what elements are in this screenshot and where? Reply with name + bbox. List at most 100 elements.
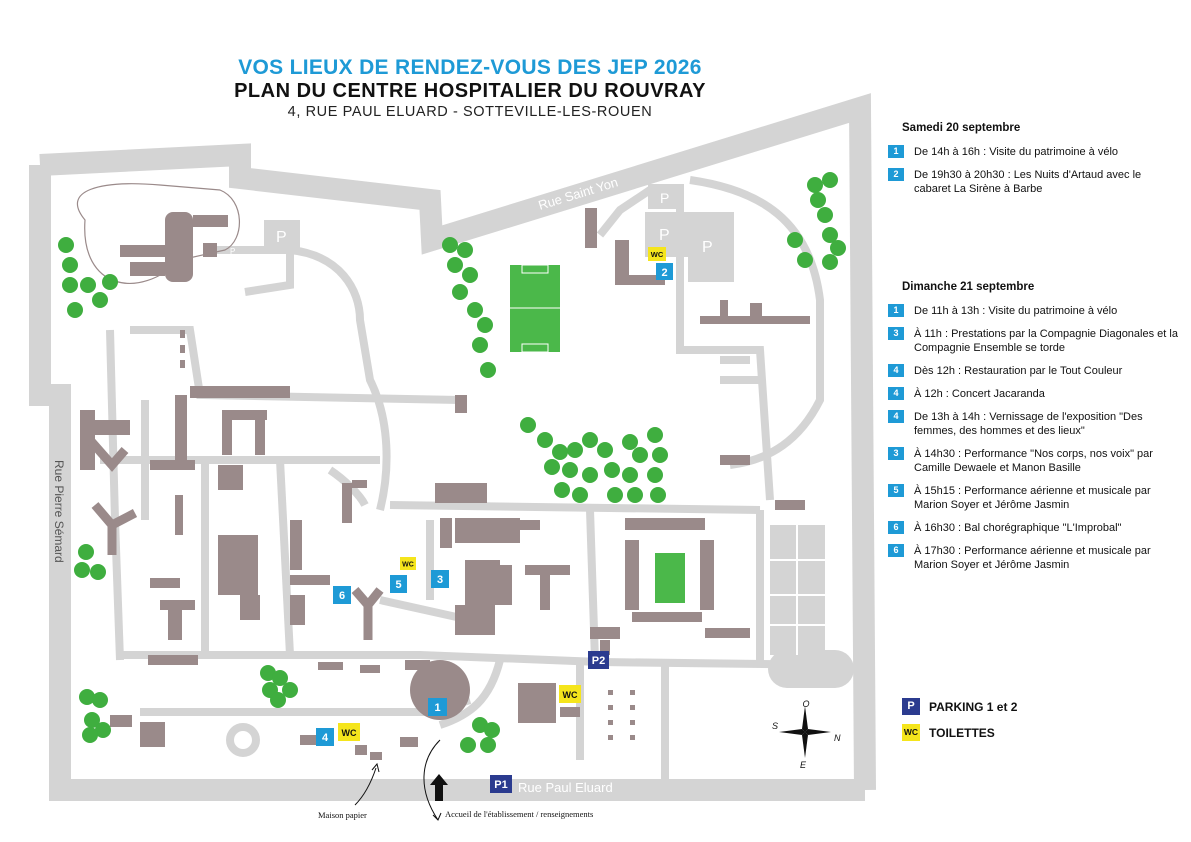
event-number-badge: 3 [888,447,904,460]
event-text: De 14h à 16h : Visite du patrimoine à vé… [914,146,1119,158]
marker-number: 4 [322,732,329,744]
program-event: 6 À 17h30 : Performance aérienne et musi… [888,544,1178,572]
event-text: À 14h30 : Performance "Nos corps, nos vo… [914,448,1153,474]
parking-lot-lines [770,525,825,655]
program-event: 4 De 13h à 14h : Vernissage de l'exposit… [888,410,1178,438]
event-marker-2[interactable]: 2 [656,263,673,280]
event-number-badge: 2 [888,168,904,181]
parking-marker-p1[interactable]: P1 [490,775,512,793]
event-text: À 12h : Concert Jacaranda [914,388,1045,400]
legend-wc: WC TOILETTES [902,724,1017,741]
wc-marker-north[interactable]: WC [648,247,666,261]
program-event: 4 Dès 12h : Restauration par le Tout Cou… [888,364,1178,378]
parking-lots [264,184,854,688]
compass-label-top: O [802,699,809,709]
parking-lot-label: P [659,227,670,244]
program-event: 1 De 14h à 16h : Visite du patrimoine à … [888,145,1178,159]
wc-label: WC [402,562,414,569]
marker-number: 5 [395,579,401,591]
buildings [80,208,810,760]
parking-lot-labels: P P P P P [230,190,713,256]
event-marker-4[interactable]: 4 [316,728,334,746]
wc-marker-south[interactable]: WC [559,685,581,703]
program-event: 5 À 15h15 : Performance aérienne et musi… [888,484,1178,512]
sunday-heading: Dimanche 21 septembre [902,281,1035,293]
event-text: Dès 12h : Restauration par le Tout Coule… [914,365,1123,377]
map-address: 4, RUE PAUL ELUARD - SOTTEVILLE-LES-ROUE… [287,104,653,120]
event-marker-5[interactable]: 5 [390,575,407,593]
saturday-heading: Samedi 20 septembre [902,122,1021,134]
event-text: De 13h à 14h : Vernissage de l'expositio… [914,411,1143,437]
compass-label-bottom: E [800,760,807,770]
trees [58,172,846,753]
accueil-arrowhead-icon [432,812,442,821]
event-number-badge: 4 [888,410,904,423]
wc-label: WC [563,690,578,700]
event-marker-1-top[interactable]: 1 [428,698,447,716]
wc-marker-center[interactable]: WC [400,557,416,570]
y-shaped-buildings [86,437,384,640]
legend-wc-label: TOILETTES [929,725,995,740]
inner-roads [100,176,841,780]
program-event: 3 À 14h30 : Performance "Nos corps, nos … [888,447,1178,475]
event-marker-3[interactable]: 3 [431,570,449,588]
wc-icon: WC [902,724,920,741]
event-number-badge: 1 [888,145,904,158]
event-marker-6[interactable]: 6 [333,586,351,604]
parking-marker-p2[interactable]: P2 [588,651,609,669]
event-text: De 19h30 à 20h30 : Les Nuits d'Artaud av… [914,169,1142,195]
event-text: À 15h15 : Performance aérienne et musica… [914,485,1151,511]
parking-lot-label: P [702,239,713,256]
map-supertitle: VOS LIEUX DE RENDEZ-VOUS DES JEP 2026 [238,56,702,79]
maison-papier-pointer [354,767,377,806]
event-number-badge: 4 [888,387,904,400]
annotation-maison-papier: Maison papier [318,810,367,820]
parking-marker-label: P2 [592,655,605,667]
compass-rose-icon: O N E S [772,699,841,770]
marker-number: 2 [661,267,667,279]
annotation-accueil: Accueil de l'établissement / renseigneme… [445,809,593,819]
marker-number: 1 [434,702,440,714]
program-event: 4 À 12h : Concert Jacaranda [888,387,1178,401]
program-event: 3 À 11h : Prestations par la Compagnie D… [888,327,1178,355]
courtyard-field [655,553,685,603]
street-label-paul-eluard: Rue Paul Eluard [518,780,613,795]
entrance-arrow-icon [430,774,448,801]
street-label-pierre-semard: Rue Pierre Sémard [52,460,66,563]
wc-marker-southwest[interactable]: WC [338,723,360,741]
accueil-pointer [423,739,441,821]
roundabout [226,660,470,757]
parking-icon: P [902,698,920,715]
marker-number: 3 [437,574,443,586]
parking-lot-label: P [276,229,287,246]
program-event: 2 De 19h30 à 20h30 : Les Nuits d'Artaud … [888,168,1178,196]
compass-label-right: N [834,733,841,743]
program-event: 6 À 16h30 : Bal chorégraphique "L'Improb… [888,521,1178,535]
event-text: À 16h30 : Bal chorégraphique "L'Improbal… [914,522,1122,534]
parking-lot-label: P [230,247,235,256]
parking-lot-label: P [660,190,669,206]
program-event: 1 De 11h à 13h : Visite du patrimoine à … [888,304,1178,318]
event-number-badge: 3 [888,327,904,340]
small-structures [180,330,635,740]
event-number-badge: 1 [888,304,904,317]
event-number-badge: 6 [888,544,904,557]
compass-label-left: S [772,721,778,731]
wc-label: WC [342,728,357,738]
event-number-badge: 6 [888,521,904,534]
legend-parking-label: PARKING 1 et 2 [929,699,1018,714]
event-text: De 11h à 13h : Visite du patrimoine à vé… [914,305,1118,317]
event-number-badge: 5 [888,484,904,497]
perimeter-roads [29,93,876,801]
marker-number: 6 [339,590,345,602]
event-text: À 11h : Prestations par la Compagnie Dia… [914,328,1178,354]
wc-label: WC [651,250,664,259]
map-legend: P PARKING 1 et 2 WC TOILETTES [902,698,1017,750]
legend-parking: P PARKING 1 et 2 [902,698,1017,715]
event-number-badge: 4 [888,364,904,377]
football-field [510,264,560,353]
maison-papier-arrowhead-icon [371,762,380,773]
program-panel: Samedi 20 septembre 1 De 14h à 16h : Vis… [888,122,1178,581]
parking-marker-label: P1 [494,779,507,791]
